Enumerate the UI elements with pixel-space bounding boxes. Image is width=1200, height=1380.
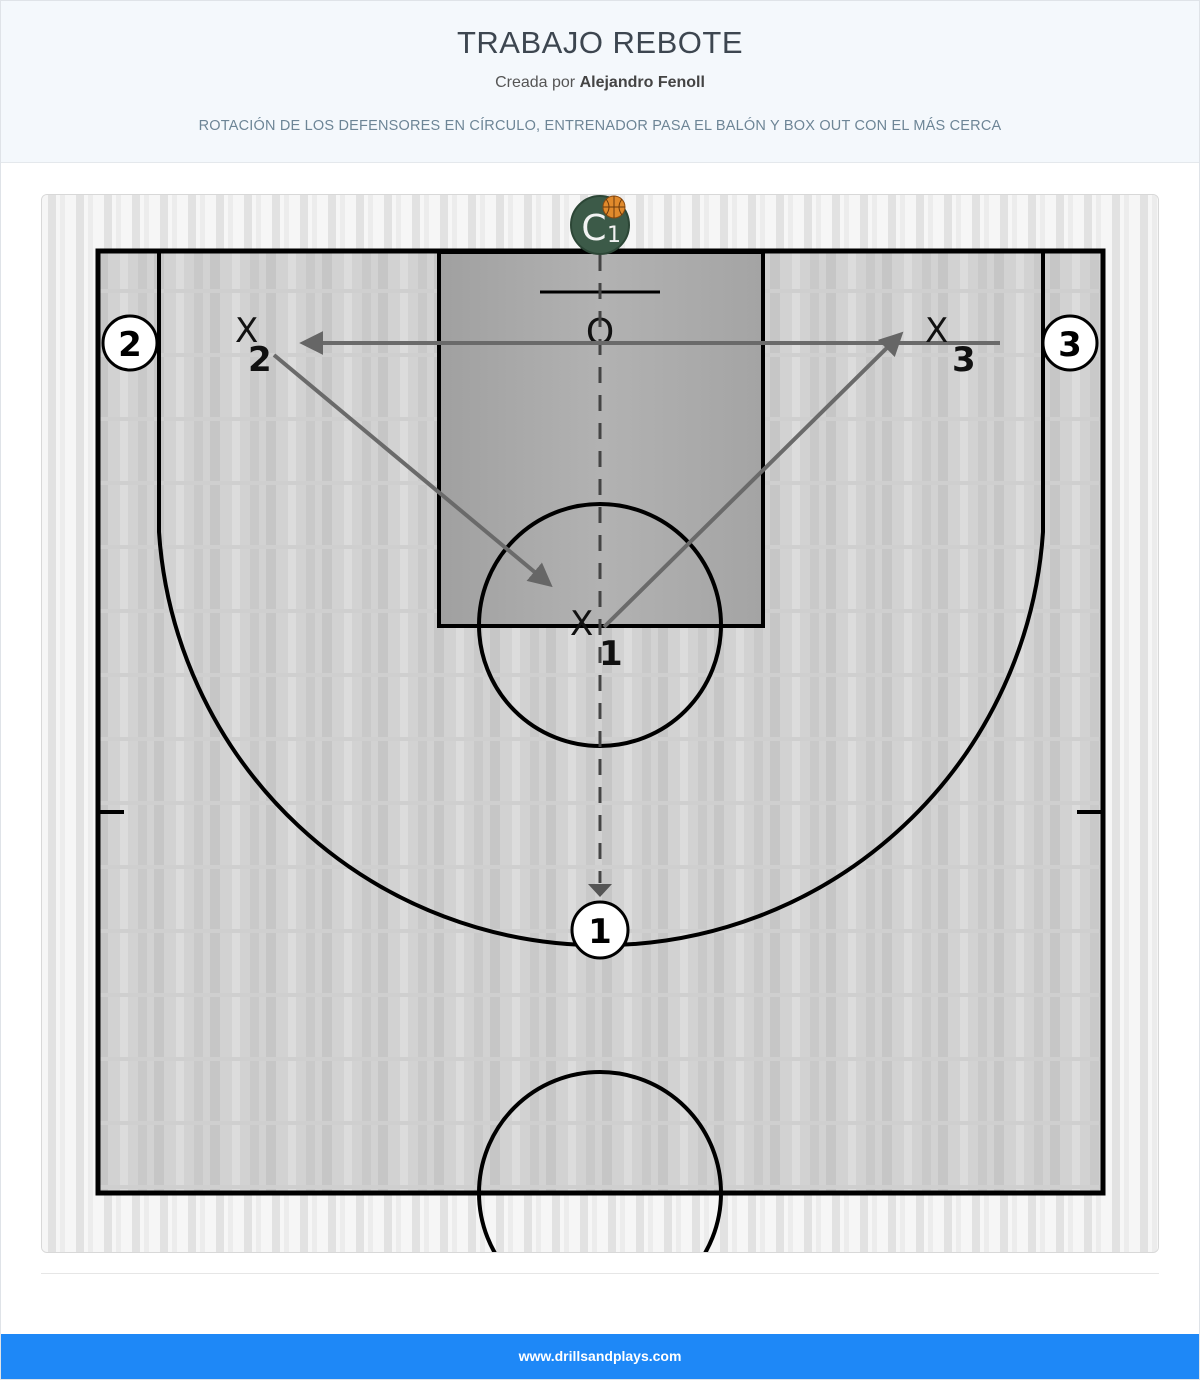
rotation-arrow-x1-to-x3 <box>602 331 904 629</box>
defender-x2[interactable]: X 2 <box>235 311 272 380</box>
coach-c1[interactable]: C 1 <box>570 195 630 255</box>
player-2-number: 2 <box>118 325 142 365</box>
author-line: Creada por Alejandro Fenoll <box>1 74 1199 92</box>
coach-letter: C <box>581 208 606 249</box>
created-by-label: Creada por <box>495 74 576 91</box>
player-3-circle <box>1041 314 1099 372</box>
coach-number: 1 <box>607 223 621 248</box>
drill-title: TRABAJO REBOTE <box>456 25 744 60</box>
site-footer: www.drillsandplays.com <box>1 1334 1199 1379</box>
defender-x1[interactable]: X 1 <box>570 604 623 674</box>
player-1-circle <box>570 900 630 960</box>
offense-player-2[interactable]: 2 <box>101 314 159 372</box>
court-diagram: O X 2 X 3 X 1 2 3 1 <box>41 194 1159 1253</box>
player-2-circle <box>101 314 159 372</box>
defender-x3-number: 3 <box>952 340 976 380</box>
court-svg: O X 2 X 3 X 1 2 3 1 <box>42 195 1158 1252</box>
player-1-number: 1 <box>588 912 612 952</box>
drill-header: TRABAJO REBOTE Creada por Alejandro Feno… <box>1 1 1199 163</box>
center-circle <box>477 1070 723 1252</box>
offense-player-1[interactable]: 1 <box>570 900 630 960</box>
offense-player-3[interactable]: 3 <box>1041 314 1099 372</box>
defender-x1-number: 1 <box>599 634 623 674</box>
basketball-icon <box>602 195 626 219</box>
pass-arrowhead <box>588 884 612 897</box>
content-divider <box>41 1273 1159 1274</box>
drill-description: ROTACIÓN DE LOS DEFENSORES EN CÍRCULO, E… <box>198 118 1002 134</box>
defender-x3[interactable]: X 3 <box>925 311 976 380</box>
rotation-arrow-x2-to-x1 <box>272 353 553 588</box>
footer-website-link[interactable]: www.drillsandplays.com <box>518 1348 682 1364</box>
player-3-number: 3 <box>1058 325 1082 365</box>
defender-x1-letter: X <box>570 604 593 644</box>
author-name: Alejandro Fenoll <box>579 74 705 91</box>
defender-x2-number: 2 <box>248 340 272 380</box>
defender-x3-letter: X <box>925 311 948 351</box>
defender-x2-letter: X <box>235 311 258 351</box>
